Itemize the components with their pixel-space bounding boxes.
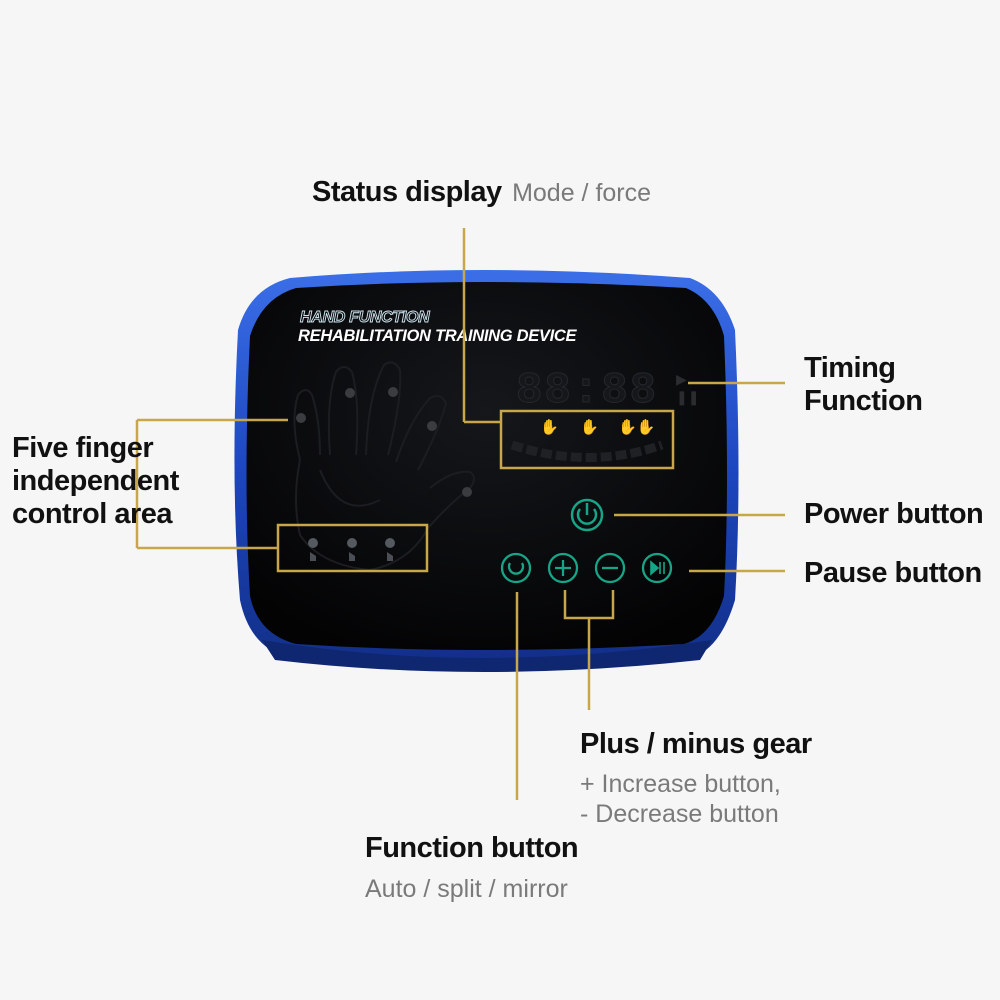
callout-plus-minus: Plus / minus gear + Increase button, - D… [580,728,812,829]
plus-icon [555,560,571,576]
plus-button[interactable] [547,552,579,584]
function-icon [507,562,525,575]
callout-five-finger: Five finger independent control area [12,432,179,530]
plus-minus-sub2: - Decrease button [580,800,779,828]
status-display: ✋ ✋ ✋✋ [510,418,664,462]
hand-outline [293,361,475,572]
callout-power-button: Power button [804,498,984,530]
power-icon [576,508,598,525]
device-screen-panel [246,282,727,650]
device-title-line2: REHABILITATION TRAINING DEVICE [298,327,578,345]
timer-display: 88:88 ▶ ❚❚ [516,366,700,417]
pause-indicator-icon: ❚❚ [676,389,699,406]
callout-status-display: Status display Mode / force [312,176,651,209]
function-sub: Auto / split / mirror [365,875,568,903]
callout-pause-button: Pause button [804,557,982,589]
function-title: Function button [365,832,579,864]
function-button[interactable] [500,552,532,584]
svg-text:88:88: 88:88 [516,366,658,416]
status-display-sub: Mode / force [512,179,652,207]
finger-touch-buttons[interactable] [308,538,395,561]
minus-button[interactable] [594,552,626,584]
svg-text:✋: ✋ [580,418,599,436]
svg-text:✋: ✋ [540,418,559,436]
play-indicator-icon: ▶ [676,371,687,387]
pause-play-icon [650,560,665,576]
finger-indicator-dots [296,387,472,497]
power-button[interactable] [570,498,604,532]
status-display-title: Status display [312,176,502,208]
callout-timing: Timing Function [804,352,923,417]
plus-minus-sub1: + Increase button, [580,770,781,798]
pause-button[interactable] [641,552,673,584]
device-title-line1: HAND FUNCTION [300,309,430,326]
plus-minus-title: Plus / minus gear [580,728,812,760]
callout-function-button: Function button Auto / split / mirror [365,832,579,904]
finger-touch-icon [310,552,316,561]
svg-text:✋✋: ✋✋ [618,418,655,436]
